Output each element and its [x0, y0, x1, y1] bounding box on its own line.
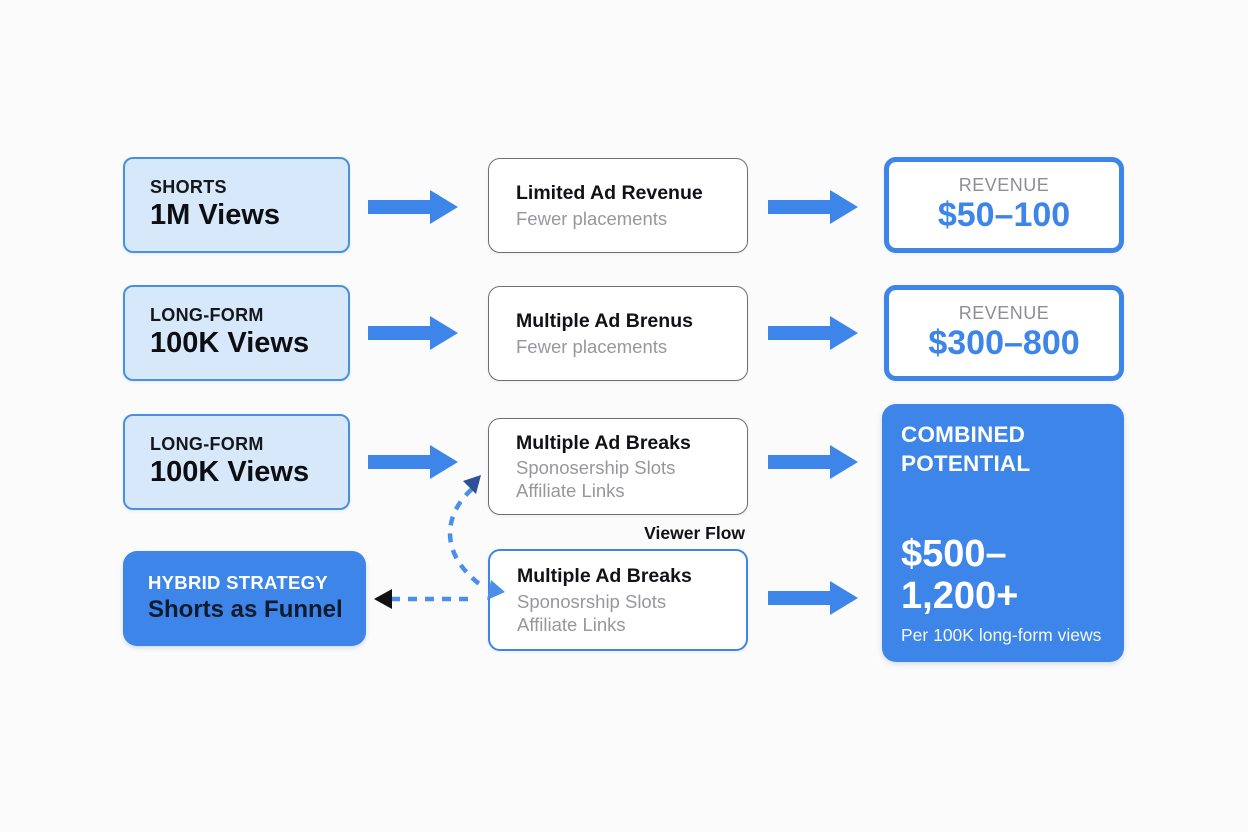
node-value: 100K Views [150, 326, 310, 359]
node-hybrid-strategy: HYBRID STRATEGY Shorts as Funnel [123, 551, 366, 646]
node-title: Multiple Ad Breaks [516, 431, 691, 454]
node-revenue-50-100: REVENUE $50–100 [884, 157, 1124, 253]
node-value: 100K Views [150, 455, 310, 488]
viewer-flow-curve [447, 487, 484, 588]
revenue-value: $300–800 [928, 324, 1080, 363]
node-label: LONG-FORM [150, 305, 264, 326]
combined-caption: Per 100K long-form views [901, 625, 1102, 645]
combined-value: $500–1,200+ [901, 533, 1019, 618]
node-subtitle: Fewer placements [516, 207, 668, 229]
curve-arrowhead-up-icon [463, 475, 481, 494]
node-label: LONG-FORM [150, 434, 264, 455]
node-label: SHORTS [150, 177, 227, 198]
node-multiple-ad-brenus: Multiple Ad Brenus Fewer placements [488, 286, 748, 381]
flow-arrow-icon [768, 581, 858, 615]
flow-arrow-icon [768, 190, 858, 224]
revenue-value: $50–100 [937, 196, 1071, 235]
node-shorts-1m-views: SHORTS 1M Views [123, 157, 350, 253]
combined-value-block: $500–1,200+ Per 100K long-form views [901, 534, 1108, 646]
node-longform-100k-views-a: LONG-FORM 100K Views [123, 285, 350, 381]
revenue-label: REVENUE [958, 174, 1050, 195]
node-subtitle: Sponosrship Slots [517, 590, 667, 612]
node-multiple-ad-breaks-b: Multiple Ad Breaks Sponosrship Slots Aff… [488, 549, 748, 651]
node-title: Limited Ad Revenue [516, 182, 703, 205]
flow-arrow-icon [368, 316, 458, 350]
combined-label: COMBINED POTENTIAL [901, 422, 1031, 476]
node-longform-100k-views-b: LONG-FORM 100K Views [123, 414, 350, 510]
node-revenue-300-800: REVENUE $300–800 [884, 285, 1124, 381]
node-subtitle: Affiliate Links [516, 480, 625, 502]
flow-arrow-icon [768, 445, 858, 479]
node-value: Shorts as Funnel [148, 596, 343, 624]
flow-arrow-icon [368, 445, 458, 479]
node-value: 1M Views [150, 198, 281, 231]
node-limited-ad-revenue: Limited Ad Revenue Fewer placements [488, 158, 748, 253]
node-multiple-ad-breaks-a: Multiple Ad Breaks Sponosership Slots Af… [488, 418, 748, 515]
node-subtitle: Affiliate Links [517, 613, 626, 635]
node-combined-potential: COMBINED POTENTIAL $500–1,200+ Per 100K … [882, 404, 1124, 662]
node-subtitle: Sponosership Slots [516, 457, 676, 479]
hybrid-arrowhead-left-icon [374, 589, 392, 609]
node-title: Multiple Ad Breaks [517, 565, 692, 588]
node-label: HYBRID STRATEGY [148, 572, 328, 594]
flow-arrow-icon [368, 190, 458, 224]
flow-arrow-icon [768, 316, 858, 350]
node-subtitle: Fewer placements [516, 335, 668, 357]
node-title: Multiple Ad Brenus [516, 310, 693, 333]
revenue-label: REVENUE [958, 302, 1050, 323]
viewer-flow-label: Viewer Flow [644, 523, 745, 543]
